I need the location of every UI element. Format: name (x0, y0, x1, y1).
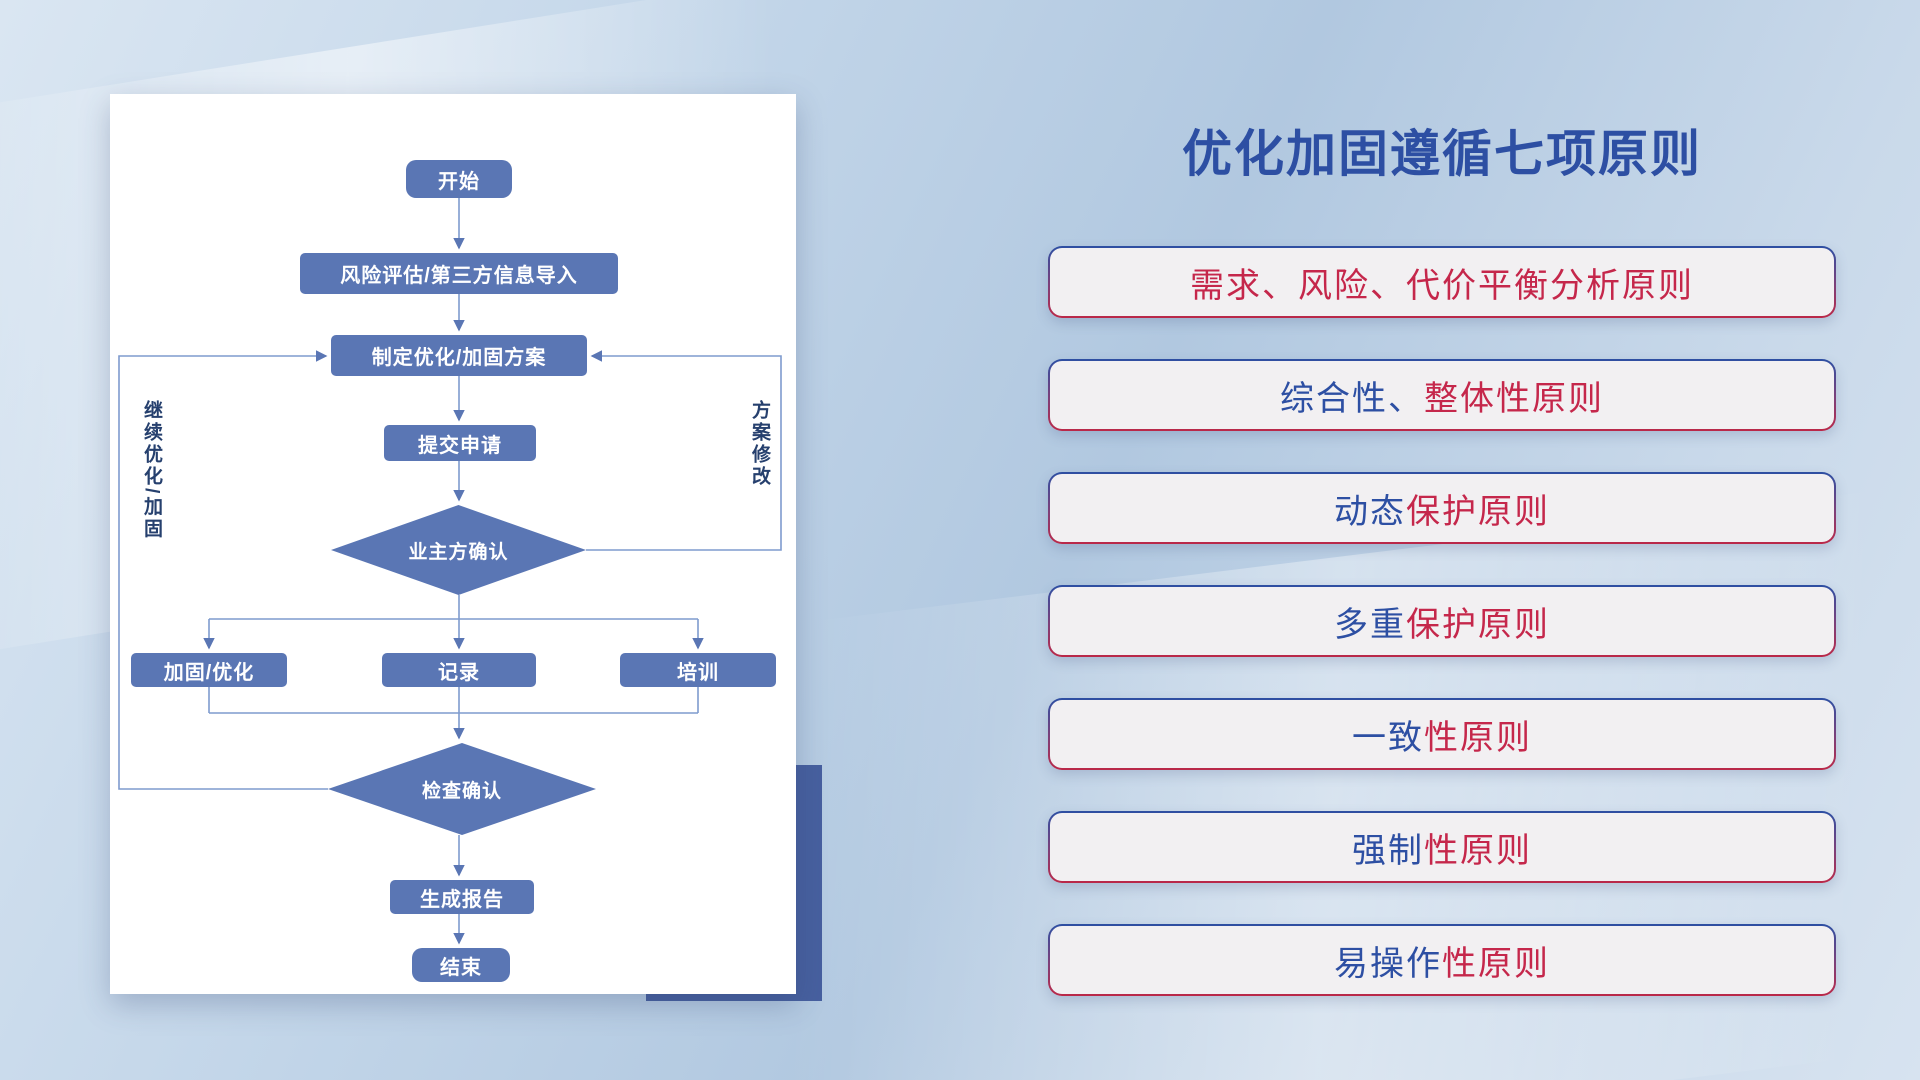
principle-box-7: 易操作性原则 (1048, 924, 1836, 996)
flow-node-reinforce: 加固/优化 (131, 653, 287, 687)
flow-node-submit: 提交申请 (384, 425, 536, 461)
principle-label: 动态保护原则 (1050, 474, 1834, 542)
flow-node-risk-import: 风险评估/第三方信息导入 (300, 253, 618, 294)
principle-text-blue: 易操作 (1334, 944, 1442, 983)
principle-text-blue: 动态 (1334, 492, 1406, 531)
principle-box-6: 强制性原则 (1048, 811, 1836, 883)
loop-label-plan-revision: 方案修改 (749, 400, 770, 488)
panel-title: 优化加固遵循七项原则 (1182, 126, 1702, 182)
principle-text-red: 性原则 (1424, 831, 1532, 870)
flow-node-training: 培训 (620, 653, 776, 687)
flow-node-end: 结束 (412, 948, 510, 982)
principle-text-blue: 强制 (1352, 831, 1424, 870)
flow-node-report: 生成报告 (390, 880, 534, 914)
principle-label: 多重保护原则 (1050, 587, 1834, 655)
principle-text-red: 需求、风险、代价平衡分析原则 (1190, 266, 1694, 305)
principle-label: 强制性原则 (1050, 813, 1834, 881)
flowchart-connectors (118, 198, 782, 945)
principle-box-3: 动态保护原则 (1048, 472, 1836, 544)
principle-text-red: 保护原则 (1406, 605, 1550, 644)
flowchart-card: 开始 风险评估/第三方信息导入 制定优化/加固方案 提交申请 业主方确认 加固/… (110, 94, 796, 994)
principle-box-2: 综合性、整体性原则 (1048, 359, 1836, 431)
principle-box-4: 多重保护原则 (1048, 585, 1836, 657)
flow-node-make-plan: 制定优化/加固方案 (331, 335, 587, 376)
flow-node-start: 开始 (406, 160, 512, 198)
principle-text-red: 性原则 (1442, 944, 1550, 983)
principle-label: 一致性原则 (1050, 700, 1834, 768)
flow-node-record: 记录 (382, 653, 536, 687)
principle-text-red: 性原则 (1424, 718, 1532, 757)
principle-box-1: 需求、风险、代价平衡分析原则 (1048, 246, 1836, 318)
principle-text-blue: 一致 (1352, 718, 1424, 757)
principle-box-5: 一致性原则 (1048, 698, 1836, 770)
principle-text-red: 整体性原则 (1424, 379, 1604, 418)
loop-label-continue-optimize: 继续优化/加固 (141, 400, 162, 541)
principle-text-blue: 多重 (1334, 605, 1406, 644)
principle-label: 需求、风险、代价平衡分析原则 (1050, 248, 1834, 316)
principle-text-red: 保护原则 (1406, 492, 1550, 531)
principle-text-blue: 综合性、 (1280, 379, 1424, 418)
principle-label: 易操作性原则 (1050, 926, 1834, 994)
principle-label: 综合性、整体性原则 (1050, 361, 1834, 429)
